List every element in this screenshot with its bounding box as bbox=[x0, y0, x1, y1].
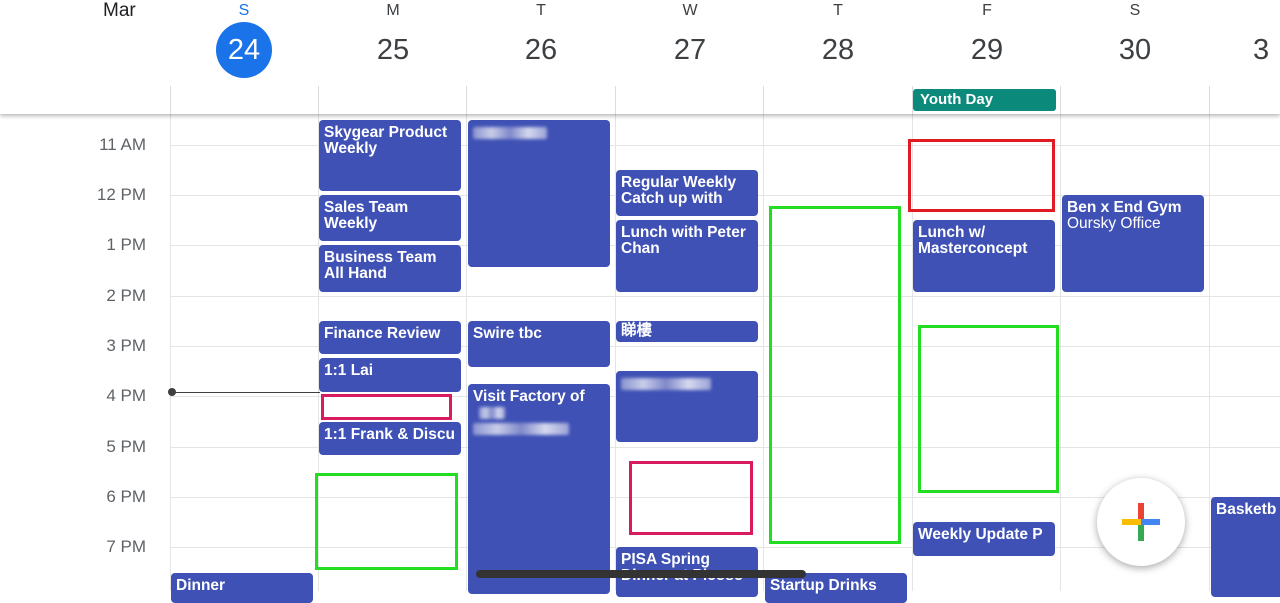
event-swire-tbc[interactable]: Swire tbc bbox=[468, 321, 610, 367]
day-column-divider bbox=[763, 114, 764, 591]
day-31-partial[interactable]: 3 bbox=[1253, 34, 1270, 66]
hour-gridline bbox=[170, 346, 1280, 347]
event-title: 1:1 Frank & Discu bbox=[324, 426, 455, 443]
event-title: Startup Drinks bbox=[770, 577, 877, 594]
annotation-box-red bbox=[908, 139, 1055, 212]
event-lunch-masterconcept[interactable]: Lunch w/ Masterconcept bbox=[913, 220, 1055, 292]
time-label: 2 PM bbox=[106, 286, 146, 305]
month-label: Mar bbox=[103, 0, 136, 21]
event-regular-weekly-catch-up[interactable]: Regular Weekly Catch up with bbox=[616, 170, 758, 216]
event-title: PISA Spring bbox=[621, 551, 710, 568]
header-divider bbox=[615, 86, 616, 114]
all-day-event-youth-day[interactable]: Youth Day bbox=[913, 89, 1056, 111]
event-redacted[interactable] bbox=[616, 371, 758, 442]
redacted-text bbox=[621, 377, 711, 390]
time-label: 7 PM bbox=[106, 537, 146, 556]
hour-gridline bbox=[170, 296, 1280, 297]
redacted-text bbox=[479, 406, 505, 419]
event-title: Sales Team Weekly bbox=[324, 199, 409, 232]
event-location: Oursky Office bbox=[1067, 215, 1161, 232]
day-26[interactable]: 26 bbox=[524, 34, 558, 66]
event-finance-review[interactable]: Finance Review bbox=[319, 321, 461, 354]
event-dinner[interactable]: Dinner bbox=[171, 573, 313, 603]
time-label: 12 PM bbox=[96, 185, 146, 204]
header-divider bbox=[912, 86, 913, 114]
current-time-line bbox=[172, 392, 320, 393]
annotation-box-green bbox=[769, 206, 901, 544]
event-title: Visit Factory of bbox=[473, 388, 585, 405]
day-27[interactable]: 27 bbox=[673, 34, 707, 66]
event-business-team-all-hand[interactable]: Business Team All Hand bbox=[319, 245, 461, 292]
event-title: Business Team All Hand bbox=[324, 249, 437, 282]
week-header: Mar S 24 M 25 T 26 W 27 T 28 F 29 S 30 3… bbox=[0, 0, 1280, 114]
redacted-text bbox=[473, 422, 569, 435]
header-divider bbox=[318, 86, 319, 114]
time-label: 4 PM bbox=[106, 386, 146, 405]
redacted-text bbox=[473, 126, 547, 139]
event-skygear-product-weekly[interactable]: Skygear Product Weekly bbox=[319, 120, 461, 191]
event-title: Basketb bbox=[1216, 501, 1277, 518]
event-title: Skygear Product Weekly bbox=[324, 124, 448, 157]
day-29[interactable]: 29 bbox=[970, 34, 1004, 66]
dow-sat: S bbox=[1129, 2, 1141, 19]
home-indicator[interactable] bbox=[476, 570, 806, 578]
time-label: 11 AM bbox=[99, 135, 146, 154]
event-1-1-lai[interactable]: 1:1 Lai bbox=[319, 358, 461, 392]
day-30[interactable]: 30 bbox=[1118, 34, 1152, 66]
time-label: 1 PM bbox=[106, 235, 146, 254]
event-title: 1:1 Lai bbox=[324, 362, 374, 379]
event-visit-factory[interactable]: Visit Factory of bbox=[468, 384, 610, 594]
day-25[interactable]: 25 bbox=[376, 34, 410, 66]
annotation-box-green bbox=[315, 473, 458, 570]
annotation-box-green bbox=[918, 325, 1059, 493]
event-title: Ben x End Gym bbox=[1067, 199, 1182, 216]
dow-fri: F bbox=[982, 2, 992, 19]
day-column-divider bbox=[912, 114, 913, 591]
time-label: 6 PM bbox=[106, 487, 146, 506]
header-divider bbox=[763, 86, 764, 114]
event-title: 睇樓 bbox=[621, 322, 653, 339]
event-weekly-update[interactable]: Weekly Update P bbox=[913, 522, 1055, 556]
header-divider bbox=[1209, 86, 1210, 114]
time-label: 5 PM bbox=[106, 437, 146, 456]
day-24-today[interactable]: 24 bbox=[216, 22, 272, 78]
event-1-1-frank[interactable]: 1:1 Frank & Discu bbox=[319, 422, 461, 455]
event-title: Swire tbc bbox=[473, 325, 542, 342]
day-column-divider bbox=[170, 114, 171, 591]
header-divider bbox=[170, 86, 171, 114]
day-column-divider bbox=[318, 114, 319, 591]
event-title: Weekly Update P bbox=[918, 526, 1043, 543]
annotation-box-pink bbox=[321, 394, 452, 420]
day-column-divider bbox=[615, 114, 616, 591]
event-title: Lunch with Peter Chan bbox=[621, 224, 746, 257]
day-column-divider bbox=[466, 114, 467, 591]
day-column-divider bbox=[1209, 114, 1210, 591]
hour-gridline bbox=[170, 145, 1280, 146]
event-tai-lau[interactable]: 睇樓 bbox=[616, 321, 758, 342]
event-sales-team-weekly[interactable]: Sales Team Weekly bbox=[319, 195, 461, 241]
dow-thu: T bbox=[833, 2, 843, 19]
header-divider bbox=[466, 86, 467, 114]
dow-mon: M bbox=[386, 2, 400, 19]
hour-gridline bbox=[170, 447, 1280, 448]
day-column-divider bbox=[1060, 114, 1061, 591]
annotation-box-pink bbox=[629, 461, 753, 535]
day-28[interactable]: 28 bbox=[821, 34, 855, 66]
event-title: Dinner bbox=[176, 577, 226, 594]
event-basketball[interactable]: Basketb bbox=[1211, 497, 1280, 597]
dow-tue: T bbox=[536, 2, 546, 19]
hour-gridline bbox=[170, 497, 1280, 498]
event-redacted[interactable] bbox=[468, 120, 610, 267]
event-title: Lunch w/ Masterconcept bbox=[918, 224, 1028, 257]
plus-multicolor-icon bbox=[1122, 503, 1160, 541]
event-title: Regular Weekly Catch up with bbox=[621, 174, 737, 207]
header-divider bbox=[1060, 86, 1061, 114]
dow-sun: S bbox=[238, 2, 250, 19]
event-lunch-with-peter-chan[interactable]: Lunch with Peter Chan bbox=[616, 220, 758, 292]
create-event-button[interactable] bbox=[1097, 478, 1185, 566]
dow-wed: W bbox=[682, 2, 698, 19]
time-label: 3 PM bbox=[106, 336, 146, 355]
event-title: Finance Review bbox=[324, 325, 441, 342]
